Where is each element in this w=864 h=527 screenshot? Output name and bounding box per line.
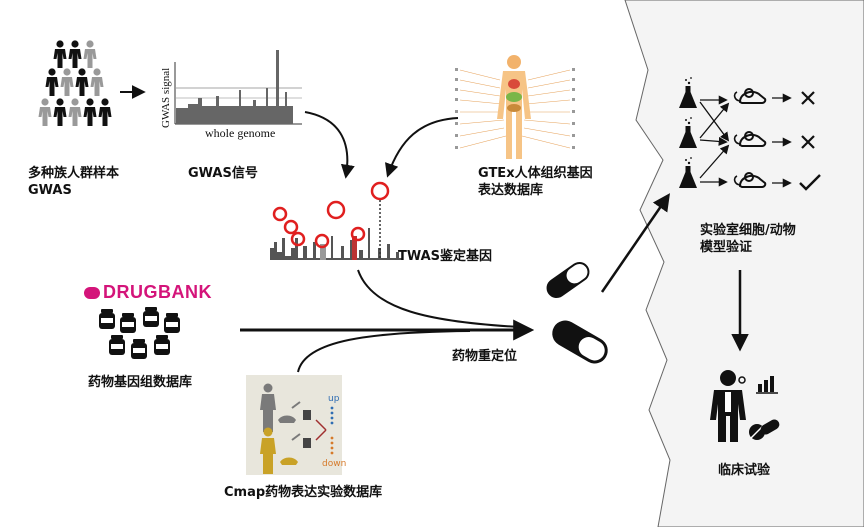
check-icon — [799, 174, 821, 191]
pill-bottle-icon — [99, 307, 180, 359]
lab-validation-label: 实验室细胞/动物 — [700, 223, 796, 238]
drugbank-logo-text: DRUGBANK — [103, 282, 212, 302]
cross-icon — [801, 91, 815, 149]
multi-ethnic-label-2: GWAS — [28, 183, 72, 198]
people-icon — [38, 40, 112, 126]
cmap-up-label: up — [328, 394, 340, 404]
twas-label: TWAS鉴定基因 — [398, 249, 493, 264]
gtex-label: GTEx人体组织基因 — [478, 166, 593, 181]
gwas-ylabel: GWAS signal — [160, 68, 172, 128]
pills-icon — [749, 419, 780, 440]
multi-ethnic-label: 多种族人群样本 — [28, 166, 120, 181]
gwas-signal-plot — [174, 50, 302, 125]
repositioning-label: 药物重定位 — [452, 349, 518, 364]
arrow-twas-to-repositioning — [357, 269, 521, 328]
gwas-signal-label: GWAS信号 — [188, 166, 258, 181]
bar-chart-icon — [756, 376, 778, 394]
drugbank-logo: DRUGBANK — [84, 282, 212, 303]
twas-manhattan-plot — [270, 181, 403, 260]
organ-body-icon — [455, 55, 575, 159]
gwas-xlabel: whole genome — [205, 126, 275, 140]
gtex-label-2: 表达数据库 — [478, 183, 544, 198]
cmap-label: Cmap药物表达实验数据库 — [224, 485, 383, 500]
validation-panel — [624, 0, 864, 527]
drugbank-logo-icon — [84, 287, 100, 299]
drugbank-db-label: 药物基因组数据库 — [88, 375, 193, 390]
clinical-trial-label: 临床试验 — [718, 463, 771, 478]
cmap-panel — [246, 375, 342, 475]
lab-validation-label-2: 模型验证 — [700, 240, 753, 255]
doctor-icon — [710, 370, 746, 442]
arrow-gtex-to-twas — [385, 117, 459, 178]
capsule-icon — [546, 261, 608, 364]
result-arrows — [772, 93, 792, 188]
flask-to-mouse-arrows — [699, 95, 730, 187]
arrow-cmap-to-repositioning — [297, 330, 471, 373]
arrow-gwas-to-twas — [304, 111, 355, 179]
arrow-repositioning-to-lab — [600, 193, 670, 293]
cmap-down-label: down — [322, 459, 346, 469]
